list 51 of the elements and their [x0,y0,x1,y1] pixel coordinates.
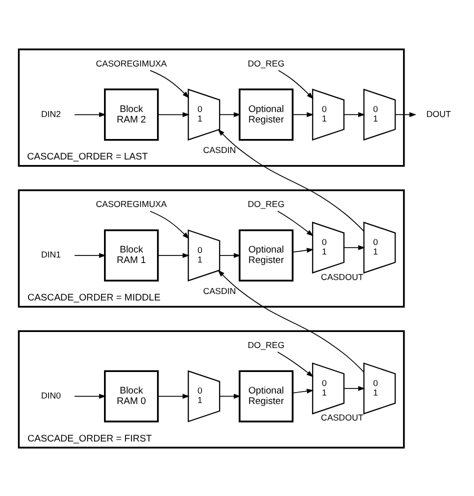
node-box: 0 1 [188,370,220,422]
arrow [277,210,314,236]
arrow [158,112,190,117]
arrow [292,112,314,117]
node-box: 0 1 [188,228,220,281]
arrow [158,393,190,398]
arrow [74,112,106,117]
arrow [344,386,366,390]
arrow [292,388,314,394]
arrow [219,393,241,398]
node-box: 0 1 [312,362,344,414]
arrow [219,112,241,117]
arrow [150,210,190,239]
arrow [74,393,106,398]
arrow [218,269,364,372]
node-box: Block RAM 0 [104,370,159,422]
arrow [292,247,314,252]
edge-label: CASDIN [203,144,236,155]
arrow [395,112,416,117]
node-box: 0 1 [363,88,396,140]
edge-label: CASDIN [203,285,236,296]
arrow [278,69,314,99]
node-label: CASDOUT [320,412,364,422]
node-text: DIN2 [41,108,61,118]
node-box: Optional Register [238,228,294,282]
node-box: 0 1 [188,88,220,140]
arrow [74,252,106,258]
node-box: 0 1 [312,88,344,140]
node-box: Block RAM 2 [104,88,159,140]
node-box: 0 1 [363,221,396,274]
node-box: 0 1 [312,221,344,274]
node-text: DO_REG [248,198,284,209]
arrow [158,252,190,258]
node-text: DIN1 [41,249,61,260]
node-text: DO_REG [248,340,284,350]
arrow [150,70,190,98]
arrow [218,128,364,232]
arrow [219,252,241,258]
node-box: Optional Register [238,88,294,140]
node-box: 0 1 [363,362,396,414]
node-text: DO_REG [248,58,284,68]
node-text: DOUT [426,108,451,118]
node-text: DIN0 [41,390,61,400]
node-box: Optional Register [238,370,294,422]
node-box: Block RAM 1 [104,228,159,282]
node-text: CASOREGIMUXA [96,198,167,209]
node-text: CASOREGIMUXA [96,58,167,68]
arrow [344,112,366,117]
node-label: CASDOUT [320,271,364,282]
arrow [277,351,314,377]
arrow [344,244,366,250]
